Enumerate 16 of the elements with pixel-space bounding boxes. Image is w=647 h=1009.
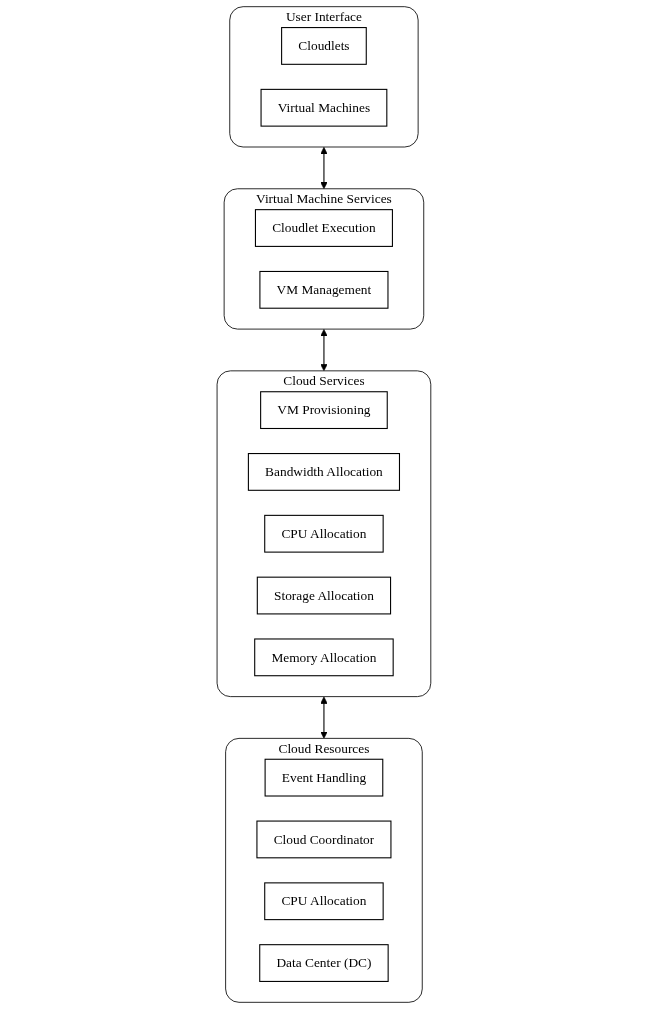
node-box: Cloudlet Execution [254,209,393,247]
node-box: Bandwidth Allocation [247,453,400,491]
node-box: Data Center (DC) [258,944,389,982]
arrow [319,329,328,372]
node-box: Memory Allocation [253,638,394,677]
node-box: CPU Allocation [263,514,384,553]
node-box: VM Management [258,270,389,309]
arrow [319,696,328,739]
node-box: Cloudlets [280,27,367,65]
node-box: Cloud Coordinator [255,820,392,859]
node-box: Event Handling [264,758,383,797]
node-box: Storage Allocation [256,576,391,615]
node-box: Virtual Machines [260,88,387,127]
node-box: CPU Allocation [263,882,384,921]
node-box: VM Provisioning [259,391,388,430]
arrow [319,147,328,190]
